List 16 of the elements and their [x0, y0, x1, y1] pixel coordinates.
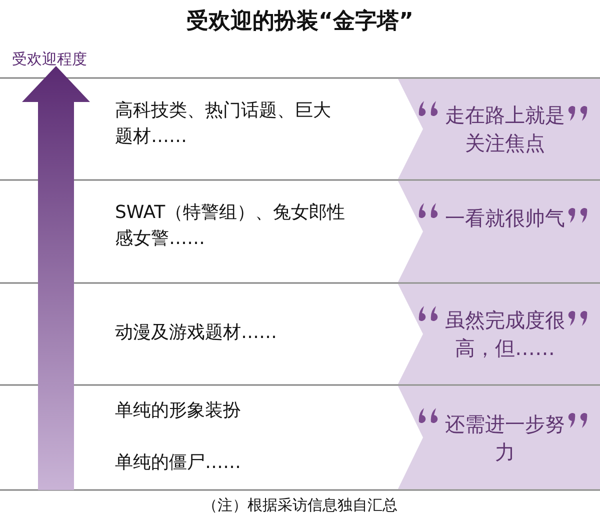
title: 受欢迎的扮装“金字塔”: [186, 8, 414, 36]
item-text: 单纯的形象装扮: [115, 399, 242, 423]
caption: （注）根据采访信息独自汇总: [202, 496, 398, 515]
quote-panel: [395, 180, 600, 283]
panel-text: 一看就很帅气: [444, 204, 566, 232]
panel-text: 走在路上就是关注焦点: [444, 102, 566, 157]
quote-panel: [395, 78, 600, 180]
quote-panel: [395, 283, 600, 385]
quote-panel: [395, 385, 600, 490]
panel-text: 还需进一步努力: [444, 410, 566, 466]
item-text: 单纯的僵尸……: [115, 451, 242, 475]
axis-label: 受欢迎程度: [12, 50, 88, 69]
panel-text: 虽然完成度很高，但……: [444, 307, 566, 362]
item-text: 动漫及游戏题材……: [115, 321, 278, 345]
item-text: 高科技类、热门话题、巨大题材……: [115, 99, 332, 149]
item-text: SWAT（特警组）、兔女郎性感女警……: [115, 201, 346, 251]
